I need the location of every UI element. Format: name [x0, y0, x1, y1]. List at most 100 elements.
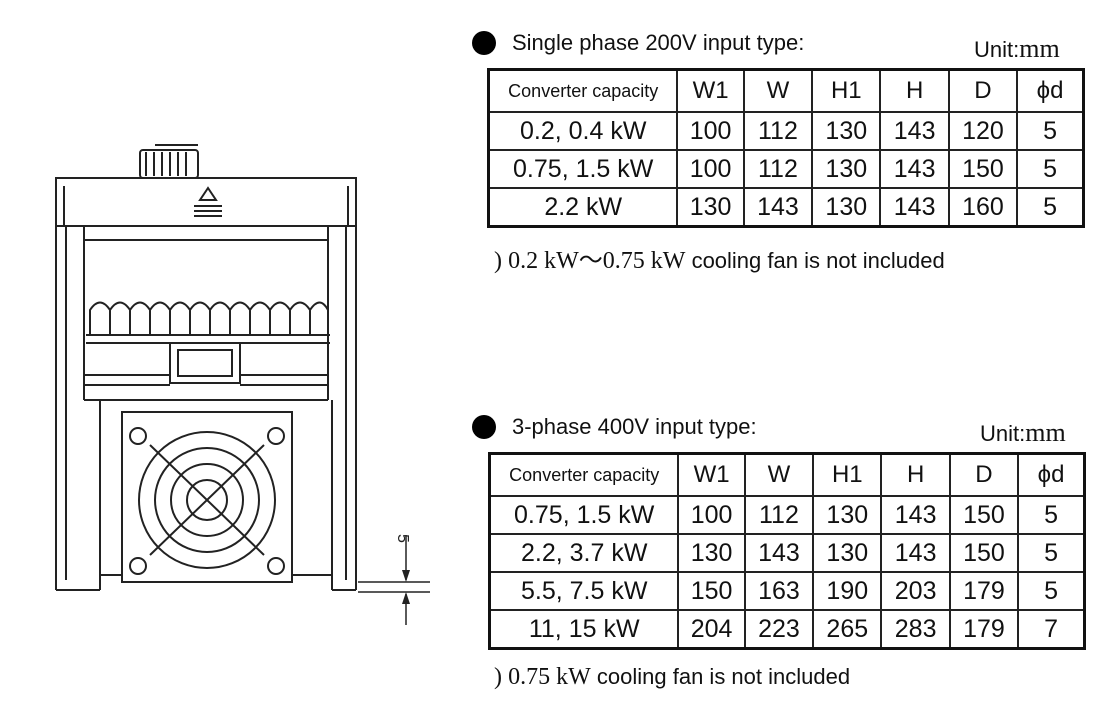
converter-front-view-drawing: 5 [55, 144, 430, 625]
single-phase-table: Converter capacity W1 W H1 H D ϕd 0.2, 0… [487, 68, 1085, 228]
table-row: 0.75, 1.5 kW 100 112 130 143 150 5 [487, 149, 1085, 189]
table-cell: 179 [948, 571, 1020, 611]
table-cell: 283 [880, 609, 951, 650]
table-cell: 150 [947, 149, 1019, 189]
table-cell: 11, 15 kW [488, 609, 680, 650]
table-cell: 150 [948, 495, 1020, 535]
column-header: H1 [811, 68, 882, 113]
three-phase-unit: Unit:mm [980, 418, 1066, 448]
table-cell: 143 [879, 149, 950, 189]
column-header: H [880, 452, 951, 497]
table-cell: 143 [742, 187, 814, 228]
table-row: 5.5, 7.5 kW 150 163 190 203 179 5 [488, 571, 1086, 611]
bullet-icon [472, 31, 496, 55]
table-row: 11, 15 kW 204 223 265 283 179 7 [488, 609, 1086, 650]
column-header: D [948, 452, 1020, 497]
note-range: 0.75 kW [508, 664, 591, 690]
table-cell: 5 [1017, 495, 1086, 535]
note-prefix: ) [494, 248, 502, 274]
table-cell: 130 [811, 149, 882, 189]
unit-label: Unit: [974, 37, 1020, 62]
column-header: H [879, 68, 950, 113]
table-cell: 5.5, 7.5 kW [488, 571, 680, 611]
table-cell: 130 [812, 495, 883, 535]
single-phase-title: Single phase 200V input type: [512, 30, 805, 55]
fan-icon [138, 431, 276, 569]
table-cell: 143 [879, 111, 950, 151]
table-cell: 265 [812, 609, 883, 650]
table-cell: 112 [742, 149, 814, 189]
table-cell: 5 [1017, 571, 1086, 611]
table-cell: 100 [676, 111, 745, 151]
table-header-row: Converter capacity W1 W H1 H D ϕd [488, 452, 1086, 497]
table-cell: 160 [947, 187, 1019, 228]
column-header: W1 [676, 68, 745, 113]
unit-value: mm [1019, 34, 1060, 63]
unit-value: mm [1025, 418, 1066, 447]
table-cell: 120 [947, 111, 1019, 151]
column-header: W1 [677, 452, 746, 497]
table-cell: 2.2 kW [487, 187, 679, 228]
table-cell: 0.75, 1.5 kW [488, 495, 680, 535]
table-cell: 130 [811, 111, 882, 151]
table-row: 0.75, 1.5 kW 100 112 130 143 150 5 [488, 495, 1086, 535]
table-cell: 0.75, 1.5 kW [487, 149, 679, 189]
column-header: H1 [812, 452, 883, 497]
table-cell: 5 [1017, 533, 1086, 573]
table-cell: 143 [880, 533, 951, 573]
table-cell: 130 [811, 187, 882, 228]
table-cell: 100 [677, 495, 746, 535]
terminal-block [169, 342, 241, 384]
column-header: W [742, 68, 814, 113]
table-cell: 130 [677, 533, 746, 573]
note-text: cooling fan is not included [596, 664, 851, 689]
table-cell: 143 [879, 187, 950, 228]
fan-housing [121, 411, 293, 583]
table-row: 2.2, 3.7 kW 130 143 130 143 150 5 [488, 533, 1086, 573]
table-cell: 150 [948, 533, 1020, 573]
table-cell: 143 [743, 533, 815, 573]
single-phase-heading: Single phase 200V input type: [472, 30, 804, 56]
table-cell: 223 [743, 609, 815, 650]
three-phase-heading: 3-phase 400V input type: [472, 414, 757, 440]
column-header: W [743, 452, 815, 497]
table-cell: 2.2, 3.7 kW [488, 533, 680, 573]
heat-sink [89, 301, 329, 335]
table-cell: 112 [743, 495, 815, 535]
note-prefix: ) [494, 664, 502, 690]
column-header: ϕd [1016, 68, 1085, 113]
table-row: 2.2 kW 130 143 130 143 160 5 [487, 187, 1085, 228]
table-cell: 112 [742, 111, 814, 151]
note-text: cooling fan is not included [691, 248, 945, 273]
three-phase-note: ) 0.75 kW cooling fan is not included [494, 664, 850, 691]
table-cell: 0.2, 0.4 kW [487, 111, 679, 151]
table-cell: 190 [812, 571, 883, 611]
column-header: ϕd [1017, 452, 1086, 497]
table-cell: 204 [677, 609, 746, 650]
table-cell: 130 [812, 533, 883, 573]
table-cell: 203 [880, 571, 951, 611]
table-cell: 179 [948, 609, 1020, 650]
table-row: 0.2, 0.4 kW 100 112 130 143 120 5 [487, 111, 1085, 151]
table-cell: 5 [1016, 149, 1085, 189]
table-header-row: Converter capacity W1 W H1 H D ϕd [487, 68, 1085, 113]
column-header: Converter capacity [487, 68, 679, 113]
three-phase-title: 3-phase 400V input type: [512, 414, 757, 439]
table-cell: 150 [677, 571, 746, 611]
three-phase-table: Converter capacity W1 W H1 H D ϕd 0.75, … [488, 452, 1086, 650]
top-cover [55, 177, 357, 227]
table-cell: 100 [676, 149, 745, 189]
note-range: 0.2 kW～0.75 kW [508, 248, 686, 274]
table-cell: 5 [1016, 111, 1085, 151]
dimension-label: 5 [394, 534, 411, 543]
unit-label: Unit: [980, 421, 1026, 446]
table-cell: 130 [676, 187, 745, 228]
single-phase-note: ) 0.2 kW～0.75 kW cooling fan is not incl… [494, 240, 945, 275]
table-cell: 163 [743, 571, 815, 611]
bullet-icon [472, 415, 496, 439]
column-header: Converter capacity [488, 452, 680, 497]
table-cell: 143 [880, 495, 951, 535]
table-cell: 5 [1016, 187, 1085, 228]
single-phase-unit: Unit:mm [974, 34, 1060, 64]
table-cell: 7 [1017, 609, 1086, 650]
